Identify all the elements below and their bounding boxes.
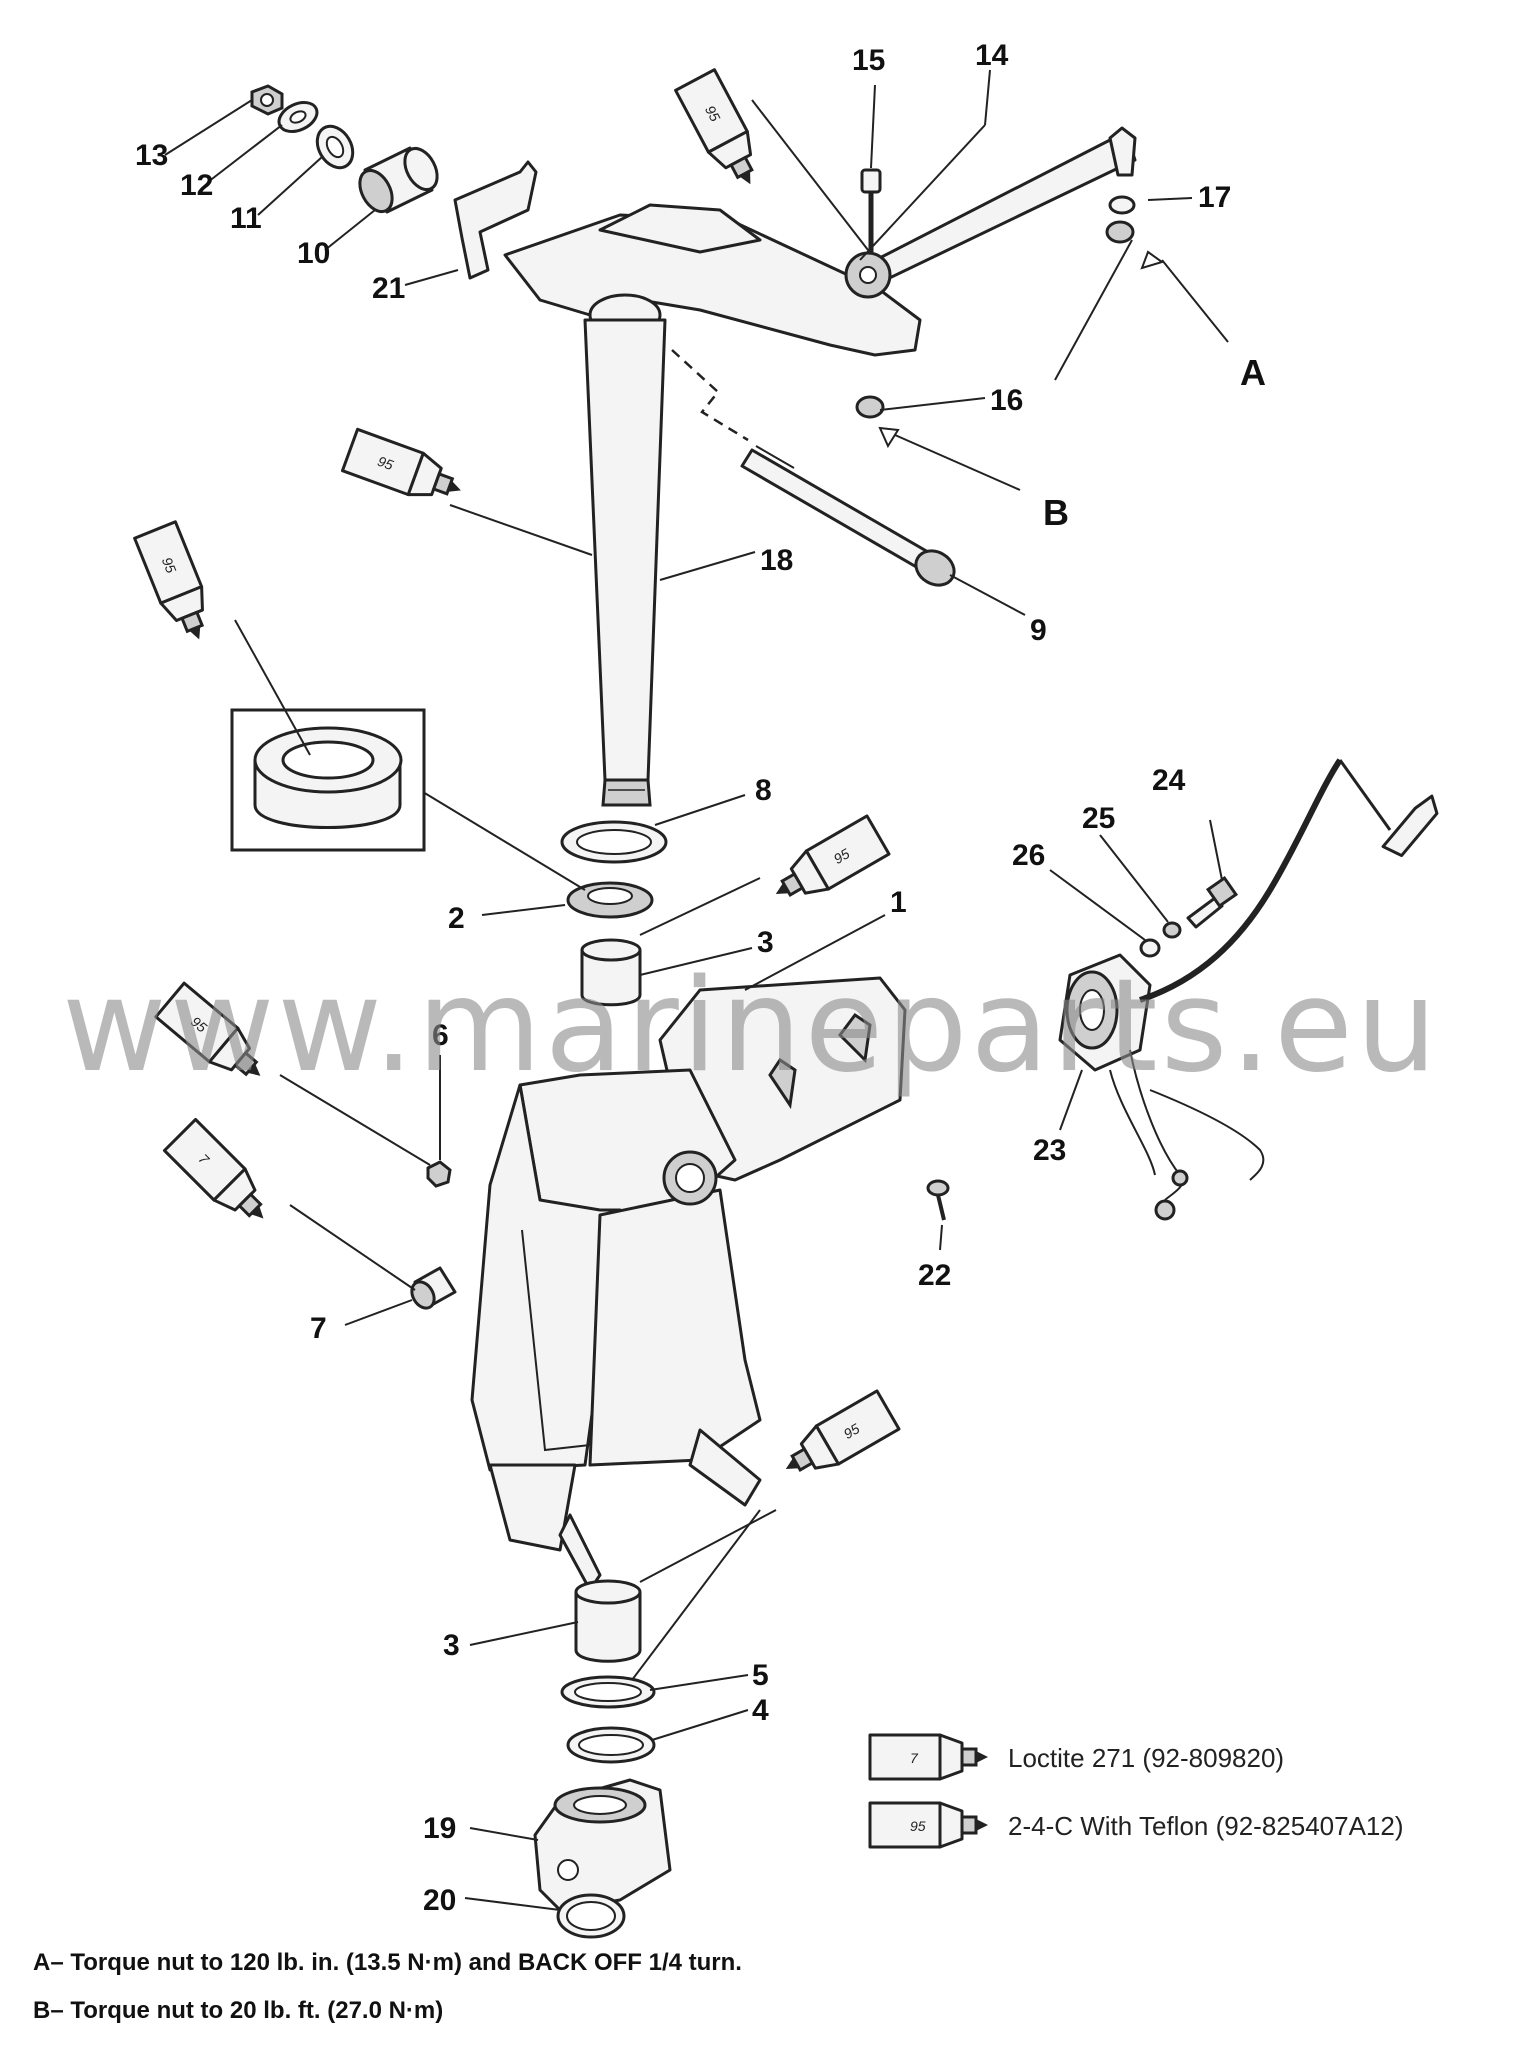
note-text: B– Torque nut to 20 lb. ft. (27.0 N·m): [33, 1997, 443, 2024]
callout-label-A: A: [1240, 352, 1266, 393]
callout-label-19: 19: [423, 1812, 456, 1845]
callout-label-1: 1: [890, 886, 907, 919]
callout-label-25: 25: [1082, 802, 1115, 835]
tube-number: 95: [910, 1818, 926, 1834]
nut-13: [250, 84, 284, 116]
tube-number: 95: [159, 555, 180, 576]
lube-tube-3: 95: [133, 520, 222, 650]
tube-number: 95: [831, 845, 853, 867]
watermark: www.marineparts.eu: [62, 952, 1440, 1101]
callout-label-26: 26: [1012, 839, 1045, 872]
callout-label-21: 21: [372, 272, 405, 305]
nut-16-b: [855, 395, 885, 419]
washer-26: [1139, 938, 1161, 958]
bolt-9: [740, 445, 956, 587]
callout-label-13: 13: [135, 139, 168, 172]
screw-22: [926, 1179, 950, 1221]
nut-16-a: [1105, 220, 1135, 244]
tube-number: 95: [702, 103, 724, 124]
callout-label-22: 22: [918, 1259, 951, 1292]
washer-25: [1162, 921, 1182, 939]
lube-tube-2: 95: [340, 427, 470, 513]
bolt-15: [860, 168, 882, 252]
callout-label-12: 12: [180, 169, 213, 202]
note-text: A– Torque nut to 120 lb. in. (13.5 N·m) …: [33, 1949, 742, 1976]
callout-label-11: 11: [230, 202, 262, 235]
ring-11: [315, 124, 355, 170]
callout-label-4: 4: [752, 1694, 769, 1727]
leader-lines: [164, 69, 1229, 1911]
callout-label-15: 15: [852, 44, 885, 77]
callout-label-7: 7: [310, 1312, 327, 1345]
callout-label-23: 23: [1033, 1134, 1066, 1167]
legend-text: 2-4-C With Teflon (92-825407A12): [1008, 1811, 1404, 1841]
callout-label-5: 5: [752, 1659, 769, 1692]
callout-label-6: 6: [432, 1019, 449, 1052]
lube-tube-7: 7: [162, 1117, 281, 1236]
bushing-3-lower: [574, 1579, 642, 1663]
callout-label-24: 24: [1152, 764, 1186, 797]
callout-label-B: B: [1043, 492, 1069, 533]
callout-label-2: 2: [448, 902, 465, 935]
callout-label-9: 9: [1030, 614, 1047, 647]
screw-24: [1186, 875, 1239, 929]
bracket-21: [453, 160, 538, 280]
grease-fitting-6: [426, 1160, 452, 1188]
bushing-10: [358, 146, 439, 214]
steering-arm-18: [503, 203, 922, 807]
callout-label-20: 20: [423, 1884, 456, 1917]
lube-tube-1: 95: [674, 68, 772, 197]
bushing-3-upper: [580, 938, 642, 1007]
seal-5: [560, 1675, 656, 1709]
callout-label-18: 18: [760, 544, 793, 577]
callout-label-16: 16: [990, 384, 1023, 417]
yoke-19: [533, 1778, 672, 1912]
trim-sender-23: [1058, 758, 1439, 1221]
legend-tube-95: 95: [868, 1801, 990, 1849]
washer-17: [1108, 195, 1136, 215]
callout-label-10: 10: [297, 237, 330, 270]
tie-bar-14: [844, 126, 1137, 299]
tube-number: 7: [910, 1750, 919, 1766]
tube-number: 95: [841, 1420, 863, 1442]
bushing-7: [410, 1266, 457, 1310]
lube-tube-4: 95: [763, 814, 891, 915]
callout-label-3: 3: [443, 1629, 460, 1662]
bearing-2: [566, 881, 654, 919]
seal-4: [566, 1726, 656, 1764]
callout-label-17: 17: [1198, 181, 1231, 214]
callout-label-8: 8: [755, 774, 772, 807]
tube-number: 95: [375, 453, 395, 473]
swivel-bracket-1: [470, 976, 907, 1592]
lube-tube-8: 95: [773, 1389, 901, 1490]
torque-notes: A– Torque nut to 120 lb. in. (13.5 N·m) …: [33, 1949, 742, 2024]
bearing-detail-inset: [230, 708, 426, 852]
lube-tube-5: 95: [154, 981, 277, 1095]
callout-label-14: 14: [975, 39, 1009, 72]
callout-label-3: 3: [757, 926, 774, 959]
legend-text: Loctite 271 (92-809820): [1008, 1743, 1284, 1773]
legend-tube-7: 7: [868, 1733, 990, 1781]
legend: 7 Loctite 271 (92-809820) 95 2-4-C With …: [868, 1733, 1404, 1849]
ring-20: [556, 1893, 626, 1939]
washer-8: [560, 820, 668, 864]
